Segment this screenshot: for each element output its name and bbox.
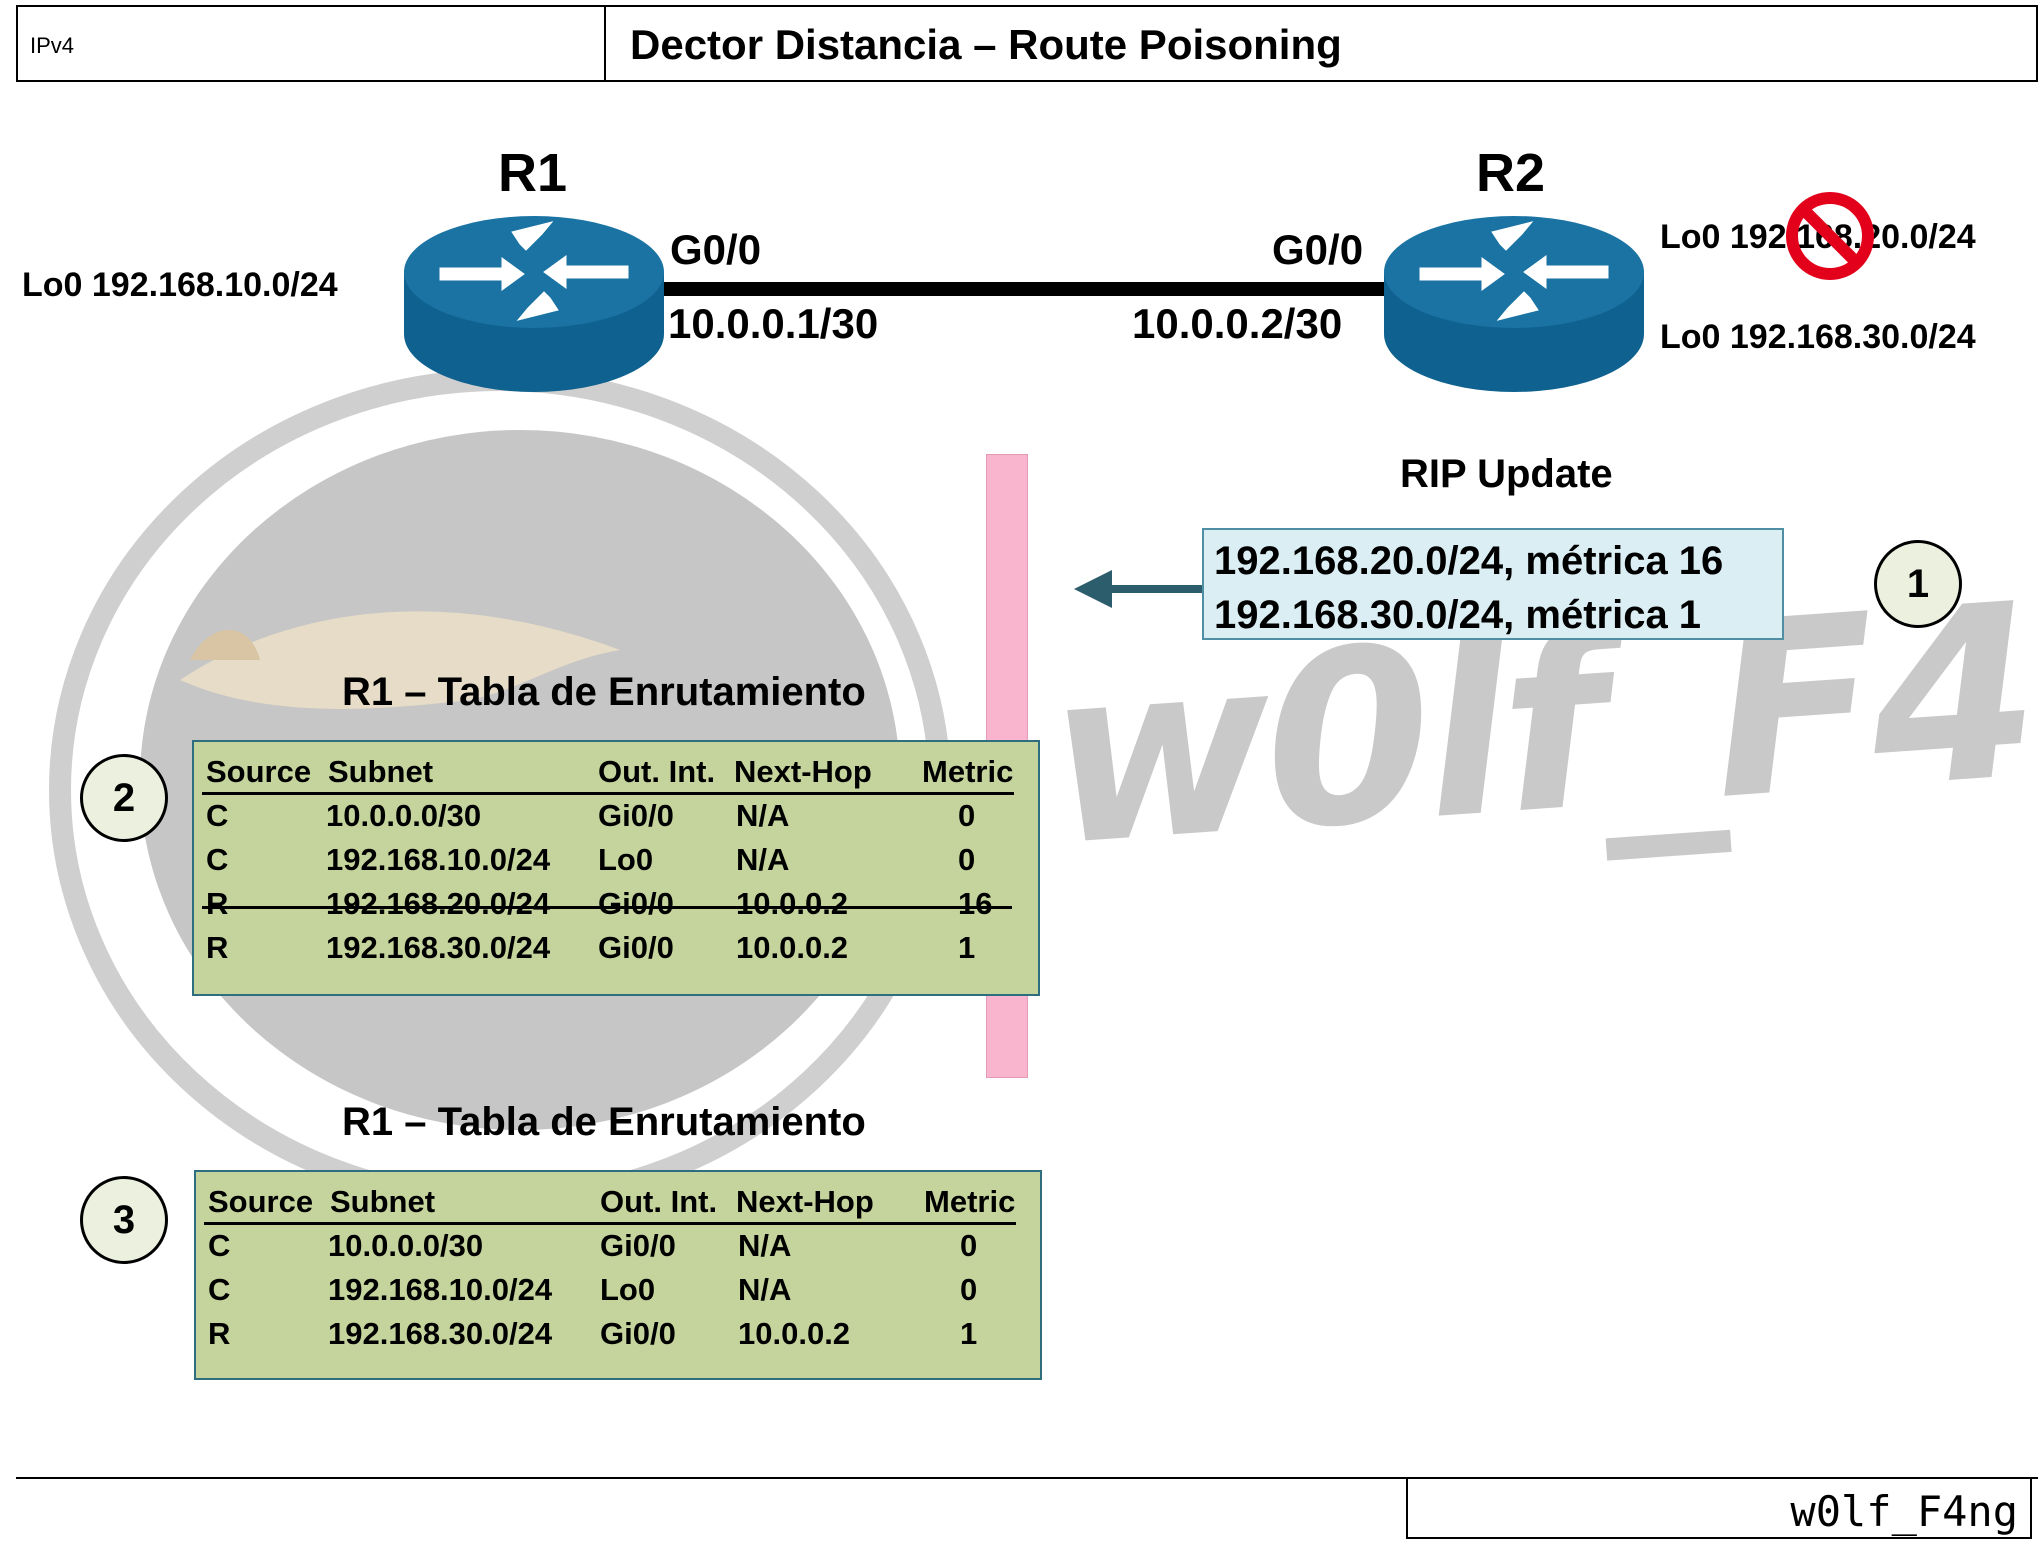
table-cell: Lo0 <box>600 1272 656 1307</box>
table-cell: Gi0/0 <box>598 930 674 965</box>
table-cell: N/A <box>736 842 790 877</box>
table-cell-struck: R <box>206 886 229 921</box>
table-cell: Gi0/0 <box>598 798 674 833</box>
table-cell: C <box>206 798 229 833</box>
table-cell: 10.0.0.2 <box>738 1316 851 1351</box>
r2-loopback-active: Lo0 192.168.30.0/24 <box>1660 318 1976 356</box>
header-bar: IPv4 Dector Distancia – Route Poisoning <box>16 5 2038 82</box>
table-header-cell: Metric <box>924 1184 1016 1219</box>
table-cell: 10.0.0.0/30 <box>326 798 482 833</box>
rip-update-box: 192.168.20.0/24, métrica 16 192.168.30.0… <box>1202 528 1784 640</box>
table-header-cell: Out. Int. <box>600 1184 718 1219</box>
table-header-cell: Metric <box>922 754 1014 789</box>
table-cell: 0 <box>958 798 976 833</box>
page-title: Dector Distancia – Route Poisoning <box>630 21 1342 68</box>
step-badge: 2 <box>80 754 168 842</box>
table-cell: Lo0 <box>598 842 654 877</box>
table-cell: C <box>208 1228 231 1263</box>
step-badge: 3 <box>80 1176 168 1264</box>
table-header-rule <box>204 1222 1016 1225</box>
table-cell: 0 <box>960 1272 978 1307</box>
table-cell: Gi0/0 <box>600 1228 676 1263</box>
step-badge: 1 <box>1874 540 1962 628</box>
table-header-cell: Source <box>206 754 312 789</box>
r2-name: R2 <box>1476 143 1546 203</box>
footer-brand: w0lf_F4ng <box>1790 1487 2018 1536</box>
table-header-cell: Subnet <box>330 1184 436 1219</box>
rip-update-line: 192.168.30.0/24, métrica 1 <box>1214 593 1702 637</box>
r2-ip: 10.0.0.2/30 <box>1132 300 1343 347</box>
table-header-cell: Out. Int. <box>598 754 716 789</box>
table-cell: 192.168.30.0/24 <box>328 1316 553 1351</box>
table-header-cell: Source <box>208 1184 314 1219</box>
link-r1-r2 <box>660 282 1384 296</box>
footer-box: w0lf_F4ng <box>1406 1477 2032 1539</box>
table-cell-struck: 16 <box>958 886 993 921</box>
table-cell: C <box>206 842 229 877</box>
table-cell: 192.168.10.0/24 <box>326 842 551 877</box>
table-cell: 192.168.10.0/24 <box>328 1272 553 1307</box>
table-cell: N/A <box>738 1272 792 1307</box>
rip-update-line: 192.168.20.0/24, métrica 16 <box>1214 539 1724 583</box>
blocked-icon <box>1786 192 1874 280</box>
table-cell: 0 <box>958 842 976 877</box>
r1-router-icon <box>404 216 664 392</box>
table-cell-struck: 192.168.20.0/24 <box>326 886 551 921</box>
poisoned-route-strikethrough <box>202 906 1012 909</box>
table-cell: 1 <box>960 1316 978 1351</box>
table-header-rule <box>202 792 1014 795</box>
table-cell: N/A <box>736 798 790 833</box>
table-cell: N/A <box>738 1228 792 1263</box>
left-arrow-icon <box>1074 570 1202 608</box>
table2-title: R1 – Tabla de Enrutamiento <box>342 1100 866 1144</box>
table-cell: 0 <box>960 1228 978 1263</box>
table-cell-struck: 10.0.0.2 <box>736 886 849 921</box>
r1-loopback: Lo0 192.168.10.0/24 <box>22 266 338 304</box>
r1-interface: G0/0 <box>670 226 762 273</box>
table1-title: R1 – Tabla de Enrutamiento <box>342 670 866 714</box>
rip-update-title: RIP Update <box>1400 452 1613 496</box>
table-cell: Gi0/0 <box>600 1316 676 1351</box>
table-header-cell: Next-Hop <box>734 754 872 789</box>
table-header-cell: Subnet <box>328 754 434 789</box>
table-cell: C <box>208 1272 231 1307</box>
r2-router-icon <box>1384 216 1644 392</box>
r2-interface: G0/0 <box>1272 226 1364 273</box>
routing-table-before: Source Subnet Out. Int. Next-Hop Metric … <box>192 740 1040 996</box>
table-cell: 192.168.30.0/24 <box>326 930 551 965</box>
table-cell: R <box>206 930 229 965</box>
table-header-cell: Next-Hop <box>736 1184 874 1219</box>
table-cell: R <box>208 1316 231 1351</box>
routing-table-after: Source Subnet Out. Int. Next-Hop Metric … <box>194 1170 1042 1380</box>
header-tag: IPv4 <box>30 33 75 58</box>
header-tag-cell: IPv4 <box>18 7 606 80</box>
table-cell: 1 <box>958 930 976 965</box>
table-cell: 10.0.0.0/30 <box>328 1228 484 1263</box>
r1-ip: 10.0.0.1/30 <box>668 300 879 347</box>
r1-name: R1 <box>498 143 568 203</box>
table-cell-struck: Gi0/0 <box>598 886 674 921</box>
footer-rule <box>16 1477 2038 1479</box>
table-cell: 10.0.0.2 <box>736 930 849 965</box>
